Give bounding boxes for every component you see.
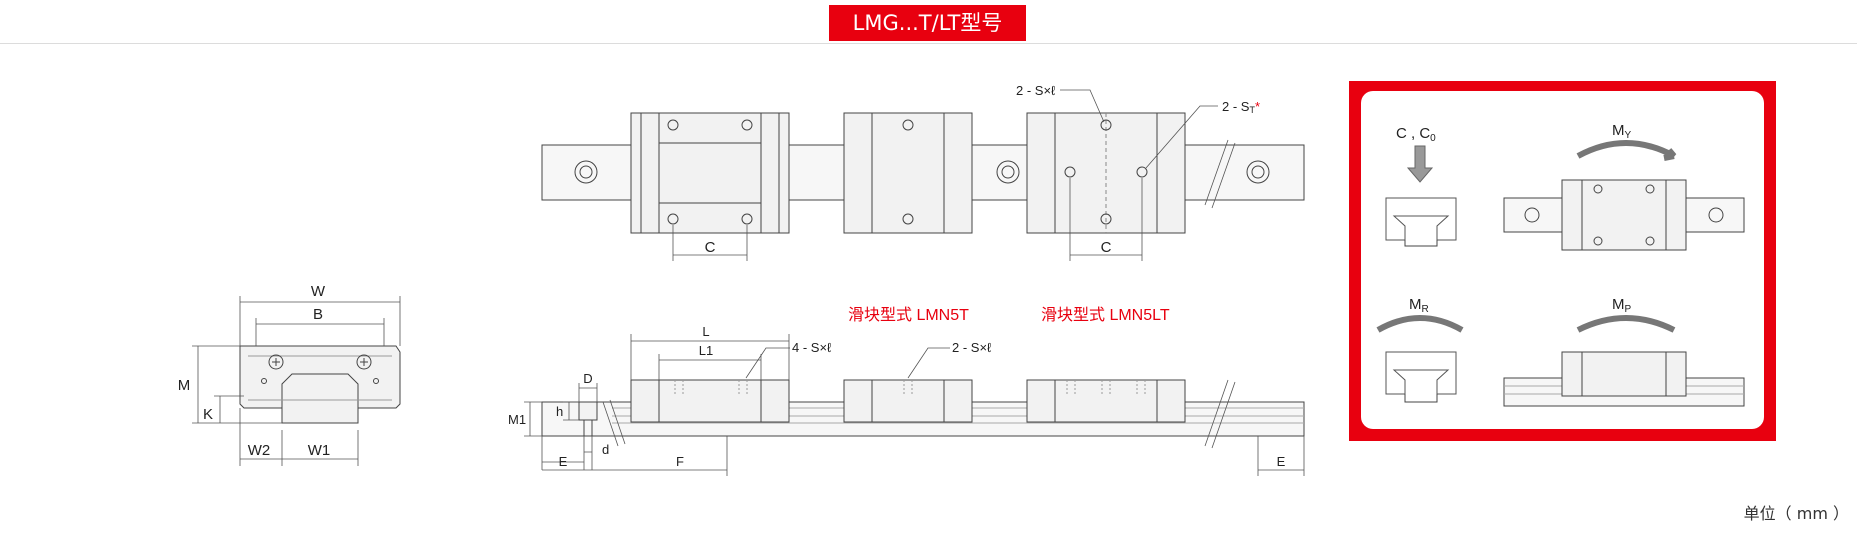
label-k: K bbox=[203, 406, 213, 423]
label-f: F bbox=[676, 454, 684, 469]
page-title: LMG...T/LT型号 bbox=[829, 5, 1026, 41]
label-w1: W1 bbox=[308, 442, 331, 459]
model-lmn5t: 滑块型式 LMN5T bbox=[848, 306, 969, 324]
label-mp: MP bbox=[1612, 296, 1632, 315]
label-2s: 2 - S×ℓ bbox=[952, 340, 992, 355]
front-rail bbox=[281, 373, 359, 423]
side-block-2 bbox=[843, 379, 973, 423]
model-lmn5lt: 滑块型式 LMN5LT bbox=[1041, 306, 1170, 324]
label-m: M bbox=[178, 377, 191, 394]
label-c-right: C bbox=[1101, 239, 1112, 256]
label-st-lead: 2 - ST* bbox=[1222, 99, 1260, 115]
moment-arrow-mr-icon bbox=[1376, 315, 1464, 333]
label-d-upper: D bbox=[583, 371, 592, 386]
top-block-2 bbox=[843, 112, 973, 234]
label-m1: M1 bbox=[508, 412, 526, 427]
label-w: W bbox=[311, 283, 326, 300]
front-hole-left bbox=[268, 354, 284, 370]
front-block-outline bbox=[239, 345, 401, 424]
moment-arrow-mp-icon bbox=[1576, 315, 1676, 333]
label-b: B bbox=[313, 306, 323, 323]
arrow-down-icon bbox=[1406, 145, 1434, 183]
label-l: L bbox=[702, 324, 709, 339]
label-e-right: E bbox=[1277, 454, 1286, 469]
top-block-1 bbox=[630, 112, 790, 234]
label-c-c0: C , C0 bbox=[1396, 125, 1436, 144]
label-d-lower: d bbox=[602, 442, 609, 457]
label-e-left: E bbox=[559, 454, 568, 469]
unit-note: 单位（ mm ） bbox=[1743, 504, 1849, 523]
label-mr: MR bbox=[1409, 296, 1429, 315]
moment-arrow-my-icon bbox=[1576, 140, 1677, 161]
side-view: 滑块型式 LMN5T 滑块型式 LMN5LT L L1 4 - S×ℓ 2 - … bbox=[508, 306, 1305, 476]
label-c-left: C bbox=[705, 239, 716, 256]
label-4s: 4 - S×ℓ bbox=[792, 340, 832, 355]
side-block-3 bbox=[1026, 379, 1186, 423]
front-hole-right bbox=[356, 354, 372, 370]
top-view: C C 2 - S×ℓ 2 - ST* bbox=[541, 83, 1305, 261]
load-panel: C , C0 MY MR MP bbox=[1349, 81, 1776, 441]
label-w2: W2 bbox=[248, 442, 271, 459]
front-view: W B M K W2 W1 bbox=[178, 283, 401, 466]
header-divider bbox=[0, 43, 1857, 44]
side-block-1 bbox=[630, 379, 790, 423]
label-h: h bbox=[556, 404, 563, 419]
label-l1: L1 bbox=[699, 343, 713, 358]
label-s-lead: 2 - S×ℓ bbox=[1016, 83, 1056, 98]
label-my: MY bbox=[1612, 122, 1632, 141]
